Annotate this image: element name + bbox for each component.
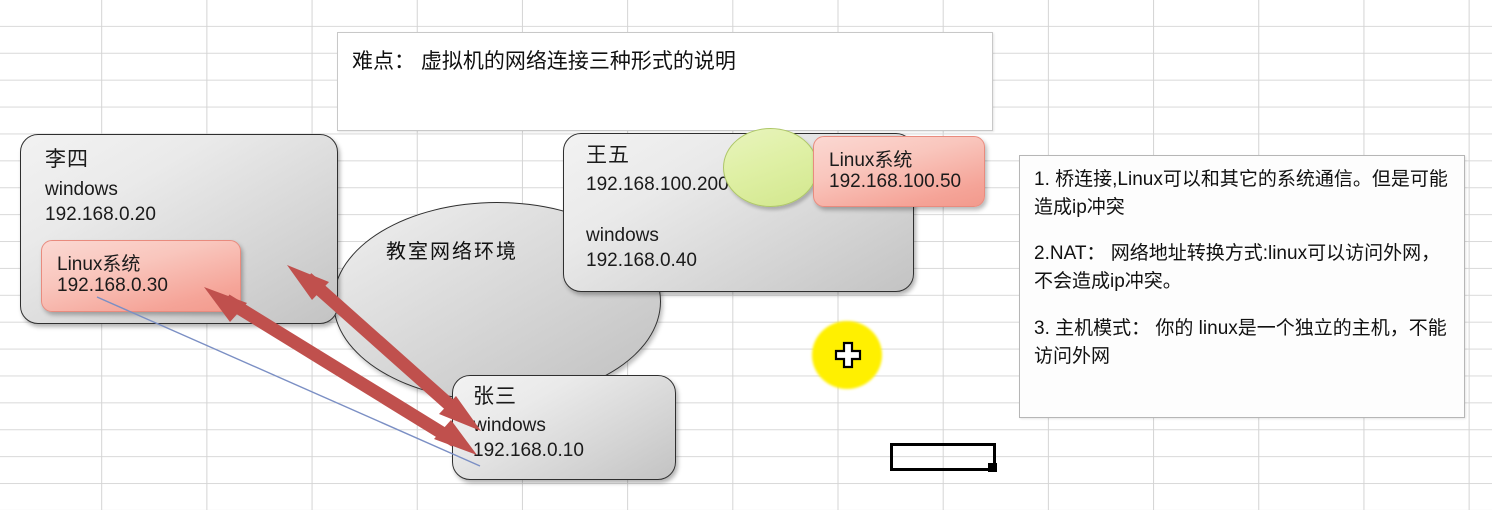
vm-label-wangwu: Linux系统	[829, 150, 913, 171]
machine-name-lisi: 李四	[45, 148, 89, 171]
machine-ip-zhangsan: 192.168.0.10	[473, 440, 584, 461]
machine-name-wangwu: 王五	[586, 144, 630, 167]
machine-ip-wangwu: 192.168.0.40	[586, 250, 697, 271]
fill-handle[interactable]	[988, 463, 997, 472]
machine-os-wangwu: windows	[586, 225, 659, 246]
cross-cursor-icon	[834, 341, 862, 369]
machine-box-zhangsan[interactable]: 张三 windows 192.168.0.10	[452, 375, 676, 480]
notes-panel[interactable]: 1. 桥连接,Linux可以和其它的系统通信。但是可能造成ip冲突 2.NAT：…	[1019, 155, 1465, 418]
note-item-2: 2.NAT： 网络地址转换方式:linux可以访问外网，不会造成ip冲突。	[1034, 243, 1441, 292]
machine-name-zhangsan: 张三	[473, 385, 517, 408]
machine-os-lisi: windows	[45, 179, 118, 200]
title-textbox[interactable]: 难点： 虚拟机的网络连接三种形式的说明	[337, 32, 993, 131]
vm-ip-lisi: 192.168.0.30	[57, 275, 168, 296]
vm-box-wangwu-linux[interactable]: Linux系统 192.168.100.50	[813, 136, 985, 207]
vm-label-lisi: Linux系统	[57, 254, 141, 275]
vm-ip-wangwu: 192.168.100.50	[829, 171, 962, 192]
vm-box-lisi-linux[interactable]: Linux系统 192.168.0.30	[41, 240, 241, 312]
cloud-label: 教室网络环境	[386, 241, 518, 263]
machine-ip-top-wangwu: 192.168.100.200	[586, 174, 729, 195]
green-ellipse-shape[interactable]	[723, 128, 818, 207]
machine-os-zhangsan: windows	[473, 415, 546, 436]
machine-ip-lisi: 192.168.0.20	[45, 204, 156, 225]
selected-cell[interactable]	[890, 443, 996, 471]
note-item-3: 3. 主机模式： 你的 linux是一个独立的主机，不能访问外网	[1034, 318, 1447, 367]
page-title: 难点： 虚拟机的网络连接三种形式的说明	[352, 50, 736, 73]
note-item-1: 1. 桥连接,Linux可以和其它的系统通信。但是可能造成ip冲突	[1034, 169, 1448, 218]
